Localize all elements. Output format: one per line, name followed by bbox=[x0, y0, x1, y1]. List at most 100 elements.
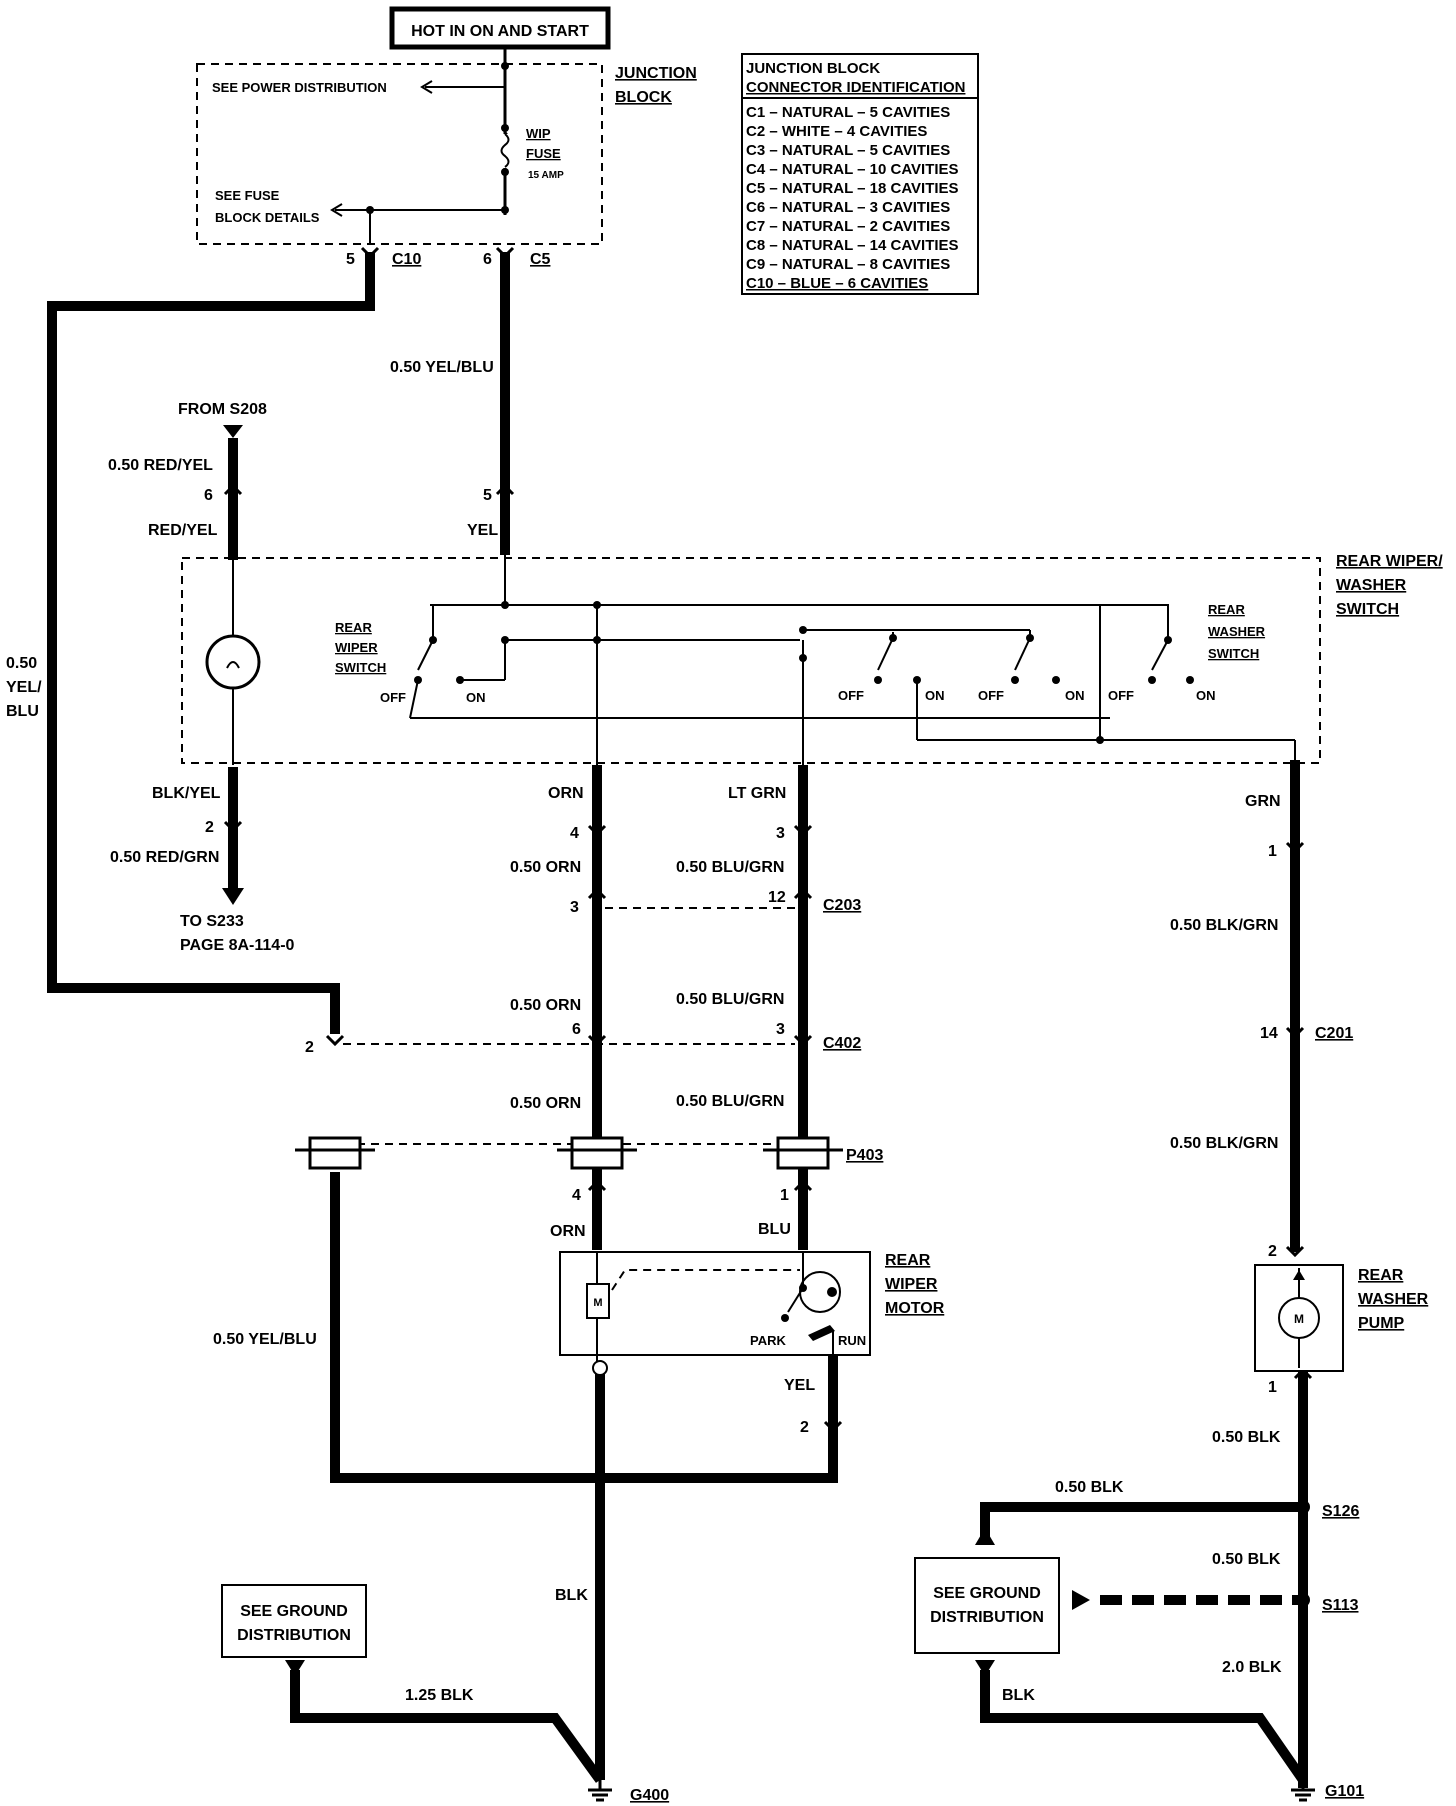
connector-row: C5 – NATURAL – 18 CAVITIES bbox=[746, 180, 959, 197]
c5-label: C5 bbox=[530, 251, 551, 268]
connector-row: C7 – NATURAL – 2 CAVITIES bbox=[746, 218, 950, 235]
pump-title-1: REAR bbox=[1358, 1267, 1404, 1284]
switch-title-2: WASHER bbox=[1336, 577, 1407, 594]
wire-label: BLU bbox=[6, 703, 39, 720]
s126-label: S126 bbox=[1322, 1503, 1359, 1520]
wire-label: BLK bbox=[555, 1587, 588, 1604]
power-label: HOT IN ON AND START bbox=[411, 23, 589, 40]
wire-label: 1.25 BLK bbox=[405, 1687, 474, 1704]
junction-block-title-1: JUNCTION bbox=[615, 65, 697, 82]
wire-label: 0.50 YEL/BLU bbox=[390, 359, 494, 376]
wire-label: 0.50 ORN bbox=[510, 859, 581, 876]
washer-switch-label-3: SWITCH bbox=[1208, 646, 1259, 661]
switch-on-3: ON bbox=[1065, 688, 1085, 703]
p403-connectors bbox=[295, 1136, 843, 1170]
g101-label: G101 bbox=[1325, 1783, 1364, 1800]
wire-label: 2.0 BLK bbox=[1222, 1659, 1282, 1676]
see-fuse-1: SEE FUSE bbox=[215, 188, 280, 203]
junction-block: JUNCTION BLOCK SEE POWER DISTRIBUTION WI… bbox=[196, 47, 697, 268]
wire-label: 0.50 BLU/GRN bbox=[676, 1093, 784, 1110]
pin-label: 1 bbox=[780, 1187, 789, 1204]
connector-row: C4 – NATURAL – 10 CAVITIES bbox=[746, 161, 959, 178]
connector-row: C9 – NATURAL – 8 CAVITIES bbox=[746, 256, 950, 273]
wire-label: 0.50 BLU/GRN bbox=[676, 991, 784, 1008]
switch-off-3: OFF bbox=[978, 688, 1004, 703]
rear-wiper-motor: REAR WIPER MOTOR M PARK RUN bbox=[559, 1251, 945, 1376]
s113-label: S113 bbox=[1322, 1597, 1359, 1614]
wiper-switch-label-1: REAR bbox=[335, 620, 372, 635]
switch-off-2: OFF bbox=[838, 688, 864, 703]
rear-wiper-washer-switch: REAR WIPER/ WASHER SWITCH REAR WIPER SWI… bbox=[181, 553, 1443, 765]
wire-label: RED/YEL bbox=[148, 522, 218, 539]
motor-m: M bbox=[593, 1297, 602, 1309]
c5-pin: 6 bbox=[483, 251, 492, 268]
wire-label: 0.50 RED/GRN bbox=[110, 849, 219, 866]
ground-symbol-g400 bbox=[588, 1780, 612, 1802]
wire-label: 0.50 BLK/GRN bbox=[1170, 917, 1278, 934]
connector-links bbox=[343, 907, 795, 1145]
power-label-box: HOT IN ON AND START bbox=[389, 6, 611, 50]
fuse-amp: 15 AMP bbox=[528, 170, 564, 181]
connector-table-title-1: JUNCTION BLOCK bbox=[746, 60, 880, 77]
pin-label: 1 bbox=[1268, 843, 1277, 860]
pin-label: 5 bbox=[483, 487, 492, 504]
from-s208: FROM S208 bbox=[178, 401, 267, 418]
connector-row: C1 – NATURAL – 5 CAVITIES bbox=[746, 104, 950, 121]
motor-park: PARK bbox=[750, 1333, 786, 1348]
g400-label: G400 bbox=[630, 1787, 669, 1804]
ground-box-right-1: SEE GROUND bbox=[933, 1585, 1041, 1602]
pump-title-3: PUMP bbox=[1358, 1315, 1405, 1332]
switch-on-2: ON bbox=[925, 688, 945, 703]
wire-label: 0.50 BLK bbox=[1055, 1479, 1124, 1496]
wire-label: 0.50 BLK bbox=[1212, 1429, 1281, 1446]
pump-title-2: WASHER bbox=[1358, 1291, 1429, 1308]
connector-row: C3 – NATURAL – 5 CAVITIES bbox=[746, 142, 950, 159]
connector-row: C6 – NATURAL – 3 CAVITIES bbox=[746, 199, 950, 216]
pin-label: 4 bbox=[570, 825, 579, 842]
ground-box-left-2: DISTRIBUTION bbox=[237, 1627, 351, 1644]
wire-label: 0.50 YEL/BLU bbox=[213, 1331, 317, 1348]
c10-pin: 5 bbox=[346, 251, 355, 268]
connector-row: C2 – WHITE – 4 CAVITIES bbox=[746, 123, 927, 140]
to-s233: TO S233 bbox=[180, 913, 244, 930]
motor-run: RUN bbox=[838, 1333, 866, 1348]
p403-right bbox=[763, 1136, 843, 1170]
wire-label: 0.50 ORN bbox=[510, 997, 581, 1014]
pin-label: 2 bbox=[1268, 1243, 1277, 1260]
pin-label: 2 bbox=[305, 1039, 314, 1056]
wire-labels: 0.50 YEL/BLU FROM S208 0.50 RED/YEL 6 RE… bbox=[6, 359, 1364, 1804]
wire-harness bbox=[47, 252, 1308, 1788]
connector-row: C8 – NATURAL – 14 CAVITIES bbox=[746, 237, 959, 254]
washer-switch-off: OFF bbox=[1108, 688, 1134, 703]
fuse-label-1: WIP bbox=[526, 126, 551, 141]
c203-label: C203 bbox=[823, 897, 861, 914]
wire-label: BLK/YEL bbox=[152, 785, 221, 802]
wire-label: YEL bbox=[467, 522, 498, 539]
ground-box-right: SEE GROUND DISTRIBUTION bbox=[914, 1557, 1060, 1654]
rear-washer-pump: REAR WASHER PUMP M bbox=[1254, 1264, 1429, 1372]
switch-title-3: SWITCH bbox=[1336, 601, 1399, 618]
pin-label: 6 bbox=[572, 1021, 581, 1038]
washer-switch-on: ON bbox=[1196, 688, 1216, 703]
ground-box-right-2: DISTRIBUTION bbox=[930, 1609, 1044, 1626]
motor-title-3: MOTOR bbox=[885, 1300, 945, 1317]
page-ref: PAGE 8A-114-0 bbox=[180, 937, 295, 954]
wire-label: 0.50 RED/YEL bbox=[108, 457, 213, 474]
see-power-distribution: SEE POWER DISTRIBUTION bbox=[212, 80, 387, 95]
c10-label: C10 bbox=[392, 251, 421, 268]
wire-label: GRN bbox=[1245, 793, 1281, 810]
wire-label: 0.50 bbox=[6, 655, 37, 672]
pin-label: 3 bbox=[776, 825, 785, 842]
wire-label: 0.50 BLU/GRN bbox=[676, 859, 784, 876]
pin-label: 14 bbox=[1260, 1025, 1278, 1042]
wire-label: YEL bbox=[784, 1377, 815, 1394]
pin-label: 3 bbox=[570, 899, 579, 916]
p403-label: P403 bbox=[846, 1147, 883, 1164]
fuse-label-2: FUSE bbox=[526, 146, 561, 161]
wire-label: YEL/ bbox=[6, 679, 42, 696]
c402-label: C402 bbox=[823, 1035, 861, 1052]
wire-label: 0.50 BLK bbox=[1212, 1551, 1281, 1568]
wire-label: ORN bbox=[550, 1223, 586, 1240]
wiper-switch-off: OFF bbox=[380, 690, 406, 705]
pin-label: 12 bbox=[768, 889, 786, 906]
